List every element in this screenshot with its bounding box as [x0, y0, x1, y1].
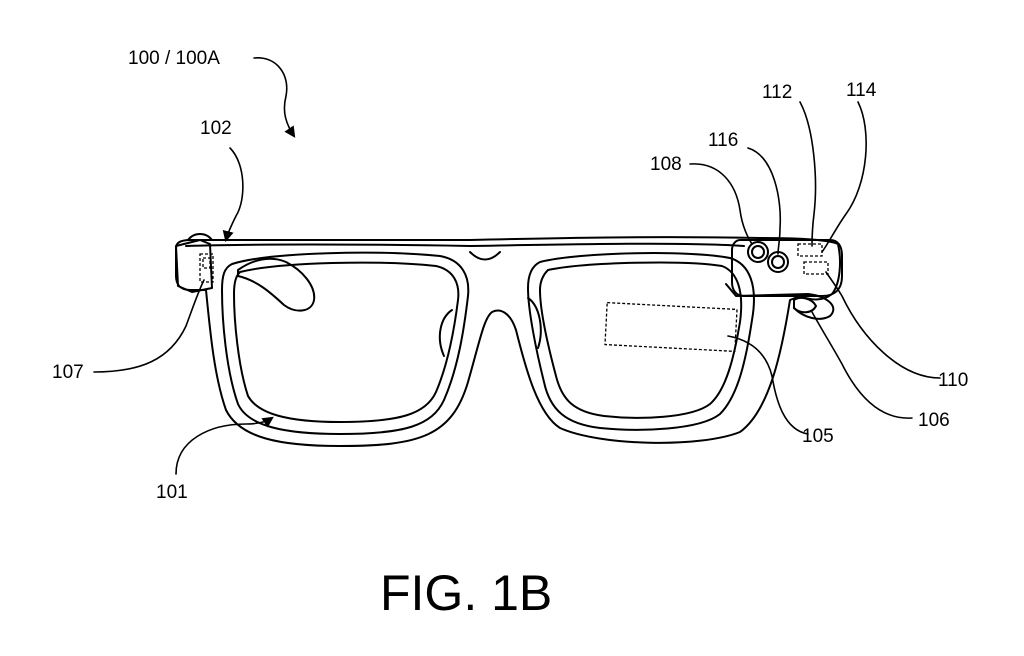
- right-lens-inner: [539, 261, 743, 419]
- bridge-right-pad: [527, 297, 542, 349]
- smart-glasses-drawing: [175, 233, 843, 447]
- leader-device: [253, 57, 296, 138]
- display-105-region: [604, 301, 738, 353]
- label-device: 100 / 100A: [128, 48, 220, 69]
- leader-106: [811, 311, 913, 419]
- leader-110: [825, 271, 941, 379]
- label-107: 107: [52, 362, 84, 383]
- leader-108: [689, 163, 753, 245]
- label-110: 110: [938, 370, 968, 391]
- label-106: 106: [918, 410, 950, 431]
- hinge-106-shape: [793, 297, 817, 314]
- label-112: 112: [762, 82, 792, 103]
- frame-outline: [175, 236, 841, 447]
- module-underside: [725, 283, 835, 320]
- bridge-top: [469, 251, 501, 261]
- leader-107: [93, 279, 205, 373]
- label-105: 105: [802, 426, 834, 447]
- figure-caption: FIG. 1B: [380, 565, 552, 621]
- label-102: 102: [200, 118, 232, 139]
- left-lens-outer: [221, 251, 470, 435]
- right-temple-module: [731, 239, 843, 297]
- sensor-116-inner: [771, 255, 785, 269]
- right-lens-outer: [527, 252, 755, 431]
- left-hinge-block: [175, 239, 213, 293]
- sensor-107-marker: [199, 253, 214, 283]
- leader-101: [175, 416, 274, 475]
- leader-lines: [93, 57, 941, 475]
- sensor-112-marker: [797, 243, 823, 257]
- left-temple-arm: [237, 257, 316, 312]
- leader-102: [222, 147, 244, 243]
- leader-114: [821, 101, 867, 253]
- camera-108-inner: [751, 245, 765, 259]
- leader-105: [727, 335, 809, 435]
- bridge-left-pad: [438, 309, 453, 357]
- camera-108-outer: [747, 241, 769, 263]
- sensor-114-marker: [803, 261, 829, 275]
- brow-line: [185, 242, 745, 247]
- label-108: 108: [650, 154, 682, 175]
- sensor-107-inner: [202, 257, 211, 269]
- label-101: 101: [156, 482, 188, 503]
- leader-116: [747, 147, 782, 255]
- left-hinge-knob: [187, 233, 213, 241]
- left-lens-inner: [233, 261, 460, 423]
- reference-labels: 100 / 100A 102 107 101 108 116 112 114 1…: [52, 48, 968, 503]
- leader-112: [799, 101, 817, 247]
- label-114: 114: [846, 80, 877, 101]
- label-116: 116: [708, 130, 738, 151]
